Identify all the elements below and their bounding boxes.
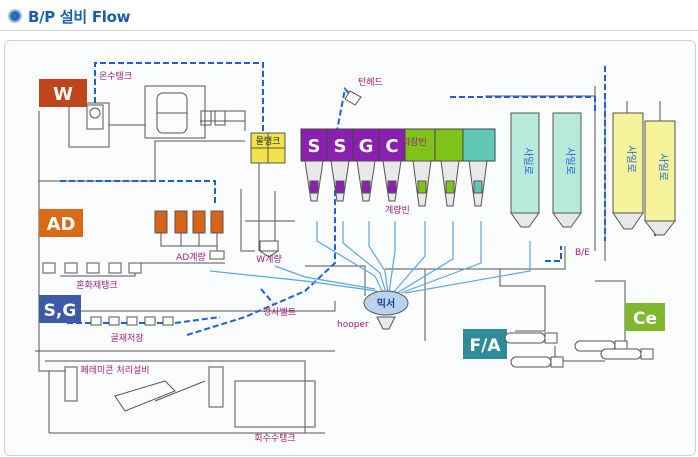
mixer	[363, 290, 409, 316]
water-tank-label: 물탱크	[256, 136, 281, 147]
main-flow-lines	[60, 62, 656, 336]
w-weigh-label: W계량	[256, 253, 281, 265]
flow-diagram-panel: W 온수탱크 물탱크 W계량 AD	[4, 40, 696, 456]
page-title: B/P 설비 Flow	[28, 7, 131, 26]
bin-s1-label: S	[308, 136, 321, 157]
ad-badge	[39, 209, 83, 237]
silo1-label: 사일로	[522, 147, 534, 175]
admixture-tanks	[154, 210, 225, 260]
w-badge	[39, 79, 87, 107]
fa-badge	[463, 329, 507, 359]
water-tank	[250, 132, 286, 164]
silo3-label: 사일로	[625, 145, 637, 173]
sg-badge-label: S,G	[44, 301, 77, 321]
silo4-label: 사일로	[657, 153, 669, 181]
page-header: B/P 설비 Flow	[8, 4, 131, 28]
admixture-storage-tanks	[42, 262, 142, 274]
flow-diagram: W 온수탱크 물탱크 W계량 AD	[35, 62, 677, 444]
ce-badge	[625, 303, 665, 331]
incline-belt-label: 경사벨트	[263, 306, 296, 318]
ad-badge-label: AD	[47, 214, 76, 235]
ad-weigh-label: AD계량	[176, 251, 206, 263]
hot-water-tank-label: 온수탱크	[99, 71, 132, 82]
bin-s2-label: S	[334, 136, 347, 157]
hot-water-tank	[86, 104, 104, 130]
feed-lines	[209, 221, 531, 294]
ce-badge-label: Ce	[633, 309, 657, 329]
admix-tank-label: 혼화제탱크	[76, 279, 117, 291]
hooper-label: hooper	[337, 320, 369, 330]
aggregate-bins	[90, 316, 174, 326]
fa-badge-label: F/A	[470, 336, 502, 356]
hooper	[376, 316, 396, 330]
bullet-icon	[8, 9, 22, 23]
waste-concrete-label: 폐레미콘 처리설비	[80, 364, 149, 376]
header-divider	[0, 30, 698, 31]
boiler-unit	[156, 92, 226, 134]
water-weigher	[258, 240, 280, 258]
recovered-water-tank-label: 회수수탱크	[254, 433, 295, 444]
silo-group	[510, 112, 677, 236]
waste-concrete-equipment	[64, 366, 224, 412]
w-badge-label: W	[53, 84, 73, 105]
mixer-label: 믹서	[377, 297, 395, 310]
tanker-trucks	[504, 332, 654, 368]
bin-g-label: G	[359, 136, 374, 157]
weighing-bin-label: 계량빈	[385, 204, 410, 216]
aggregate-storage-label: 골재저장	[110, 333, 143, 344]
turn-head	[344, 90, 362, 106]
weighing-hoppers	[304, 160, 488, 207]
storage-bin-label: 저장빈	[402, 137, 427, 148]
bin-c-label: C	[385, 136, 398, 157]
sg-badge	[39, 295, 81, 323]
be-label: B/E	[575, 248, 590, 258]
silo2-label: 사일로	[564, 147, 576, 175]
turn-head-label: 턴헤드	[358, 76, 383, 88]
